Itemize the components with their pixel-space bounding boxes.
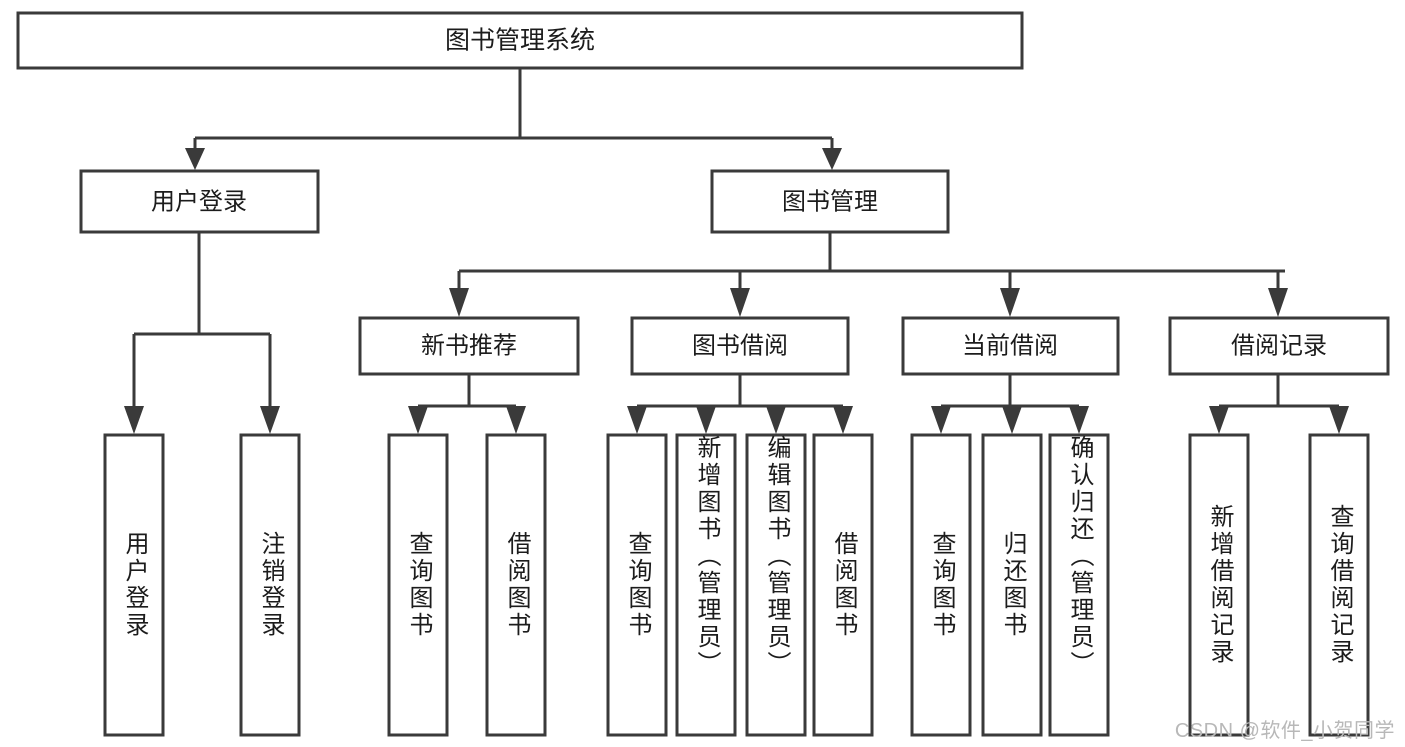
leaf-box-add-borrow-record[interactable] <box>1188 433 1250 737</box>
node-book-management[interactable]: 图书管理 <box>710 169 950 234</box>
leaf-box-confirm-return-admin[interactable] <box>1048 433 1110 737</box>
leaf-box-query-borrow-record[interactable] <box>1308 433 1370 737</box>
borrow-record-label: 借阅记录 <box>1231 332 1327 359</box>
leaf-box-query-book-3[interactable] <box>910 433 972 737</box>
current-borrow-box[interactable] <box>901 316 1120 376</box>
current-borrow-label: 当前借阅 <box>962 332 1058 359</box>
arrow-bm-to-borrow <box>730 288 750 317</box>
new-book-recommend-label: 新书推荐 <box>421 332 517 359</box>
leaf-layer <box>103 433 1370 737</box>
arrow-ul-to-leaf2 <box>260 406 280 434</box>
user-login-label: 用户登录 <box>151 188 247 215</box>
arrow-bb-to-leaf2 <box>696 406 716 434</box>
book-management-label: 图书管理 <box>782 188 878 215</box>
arrow-root-to-book-management <box>822 148 842 170</box>
arrow-root-to-user-login <box>185 148 205 170</box>
user-login-box[interactable] <box>79 169 320 234</box>
arrow-nbr-to-leaf2 <box>506 406 526 434</box>
arrow-br-to-leaf2 <box>1329 406 1349 434</box>
node-current-borrow[interactable]: 当前借阅 <box>901 316 1120 376</box>
book-borrow-label: 图书借阅 <box>692 332 788 359</box>
leaf-box-add-book-admin[interactable] <box>675 433 737 737</box>
node-borrow-record[interactable]: 借阅记录 <box>1168 316 1390 376</box>
arrow-bm-to-recommend <box>449 288 469 317</box>
arrow-cb-to-leaf1 <box>931 406 951 434</box>
node-root[interactable]: 图书管理系统 <box>16 11 1024 70</box>
node-user-login[interactable]: 用户登录 <box>79 169 320 234</box>
borrow-record-box[interactable] <box>1168 316 1390 376</box>
leaf-box-query-book-1[interactable] <box>387 433 449 737</box>
leaf-box-user-login[interactable] <box>103 433 165 737</box>
leaf-box-borrow-book-1[interactable] <box>485 433 547 737</box>
book-management-box[interactable] <box>710 169 950 234</box>
leaf-box-edit-book-admin[interactable] <box>745 433 807 737</box>
arrow-bb-to-leaf4 <box>833 406 853 434</box>
csdn-watermark: CSDN @软件_小贺同学 <box>1174 720 1395 742</box>
leaf-box-query-book-2[interactable] <box>606 433 668 737</box>
arrow-cb-to-leaf2 <box>1002 406 1022 434</box>
leaf-box-user-logout[interactable] <box>239 433 301 737</box>
arrow-cb-to-leaf3 <box>1069 406 1089 434</box>
edge-layer <box>124 68 1349 434</box>
root-label: 图书管理系统 <box>445 27 595 55</box>
node-book-borrow[interactable]: 图书借阅 <box>630 316 850 376</box>
arrow-bm-to-record <box>1268 288 1288 317</box>
arrow-nbr-to-leaf1 <box>408 406 428 434</box>
leaf-box-return-book[interactable] <box>981 433 1043 737</box>
arrow-bb-to-leaf1 <box>627 406 647 434</box>
new-book-recommend-box[interactable] <box>358 316 580 376</box>
leaf-box-borrow-book-2[interactable] <box>812 433 874 737</box>
arrow-bb-to-leaf3 <box>766 406 786 434</box>
arrow-ul-to-leaf1 <box>124 406 144 434</box>
root-box[interactable] <box>16 11 1024 70</box>
node-new-book-recommend[interactable]: 新书推荐 <box>358 316 580 376</box>
arrow-br-to-leaf1 <box>1209 406 1229 434</box>
book-borrow-box[interactable] <box>630 316 850 376</box>
arrow-bm-to-current <box>1000 288 1020 317</box>
